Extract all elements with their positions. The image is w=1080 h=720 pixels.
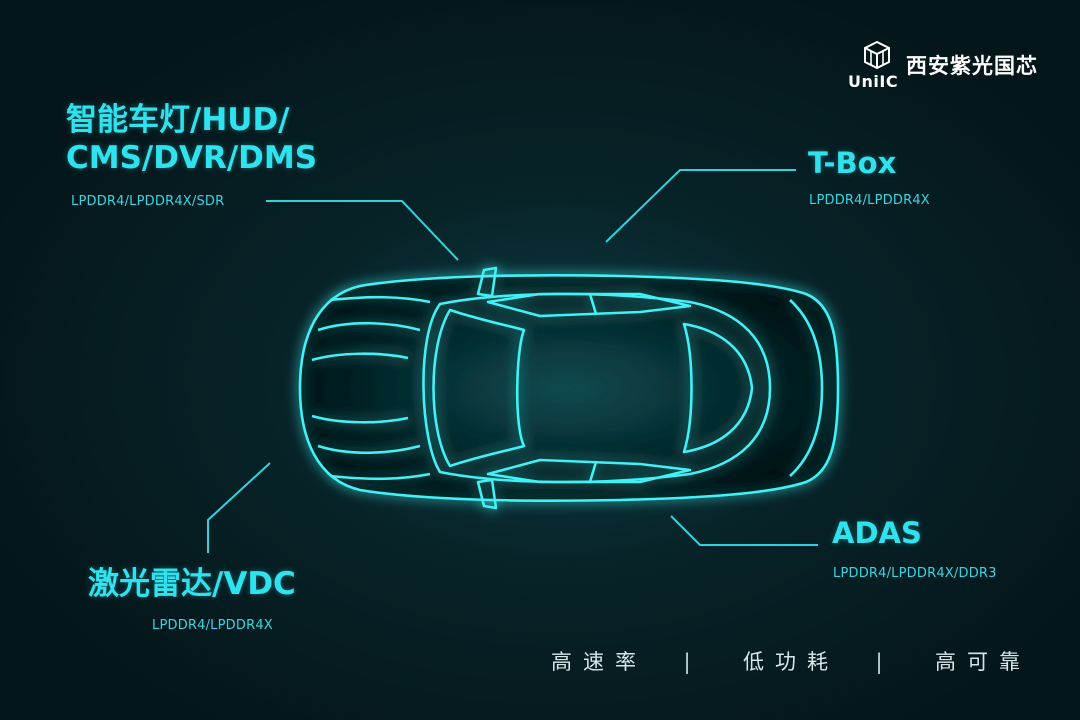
- callout-title-lidar-vdc: 激光雷达/VDC: [88, 566, 296, 602]
- feature-high-speed: 高速率: [551, 650, 647, 674]
- brand-mark-text: UniIC: [848, 72, 899, 91]
- car-cabin-outline: [422, 292, 772, 484]
- leader-line-lidar: [207, 462, 271, 553]
- feature-high-reliability: 高可靠: [935, 650, 1031, 674]
- callout-title-tbox: T-Box: [808, 146, 897, 180]
- car-window-bottom: [486, 458, 692, 484]
- feature-separator: |: [683, 650, 691, 674]
- feature-low-power: 低功耗: [743, 650, 839, 674]
- feature-taglines: 高速率 | 低功耗 | 高可靠: [551, 646, 1031, 676]
- brand-logo: UniIC 西安紫光国芯: [848, 40, 1048, 91]
- feature-separator: |: [875, 650, 883, 674]
- car-rear-windshield: [682, 322, 754, 454]
- car-mirror-bottom: [476, 478, 498, 510]
- callout-memory-lighting-hud: LPDDR4/LPDDR4X/SDR: [71, 194, 225, 209]
- car-front-windshield: [432, 308, 526, 468]
- car-mirror-top: [476, 266, 498, 298]
- leader-line-tbox: [605, 169, 796, 243]
- callout-memory-adas: LPDDR4/LPDDR4X/DDR3: [833, 566, 997, 581]
- callout-title-lighting-hud: 智能车灯/HUD/ CMS/DVR/DMS: [66, 102, 317, 178]
- cube-logo-icon: [864, 40, 890, 70]
- leader-line-lighting: [266, 200, 459, 261]
- callout-title-line1: 智能车灯/HUD/: [66, 102, 290, 138]
- car-body-outline: [298, 274, 840, 502]
- brand-name: 西安紫光国芯: [906, 54, 1038, 78]
- leader-line-adas: [670, 515, 818, 546]
- callout-title-adas: ADAS: [832, 516, 922, 550]
- callout-memory-tbox: LPDDR4/LPDDR4X: [809, 193, 930, 208]
- callout-title-line2: CMS/DVR/DMS: [66, 139, 318, 176]
- car-window-top: [486, 292, 692, 318]
- callout-memory-lidar-vdc: LPDDR4/LPDDR4X: [152, 618, 273, 633]
